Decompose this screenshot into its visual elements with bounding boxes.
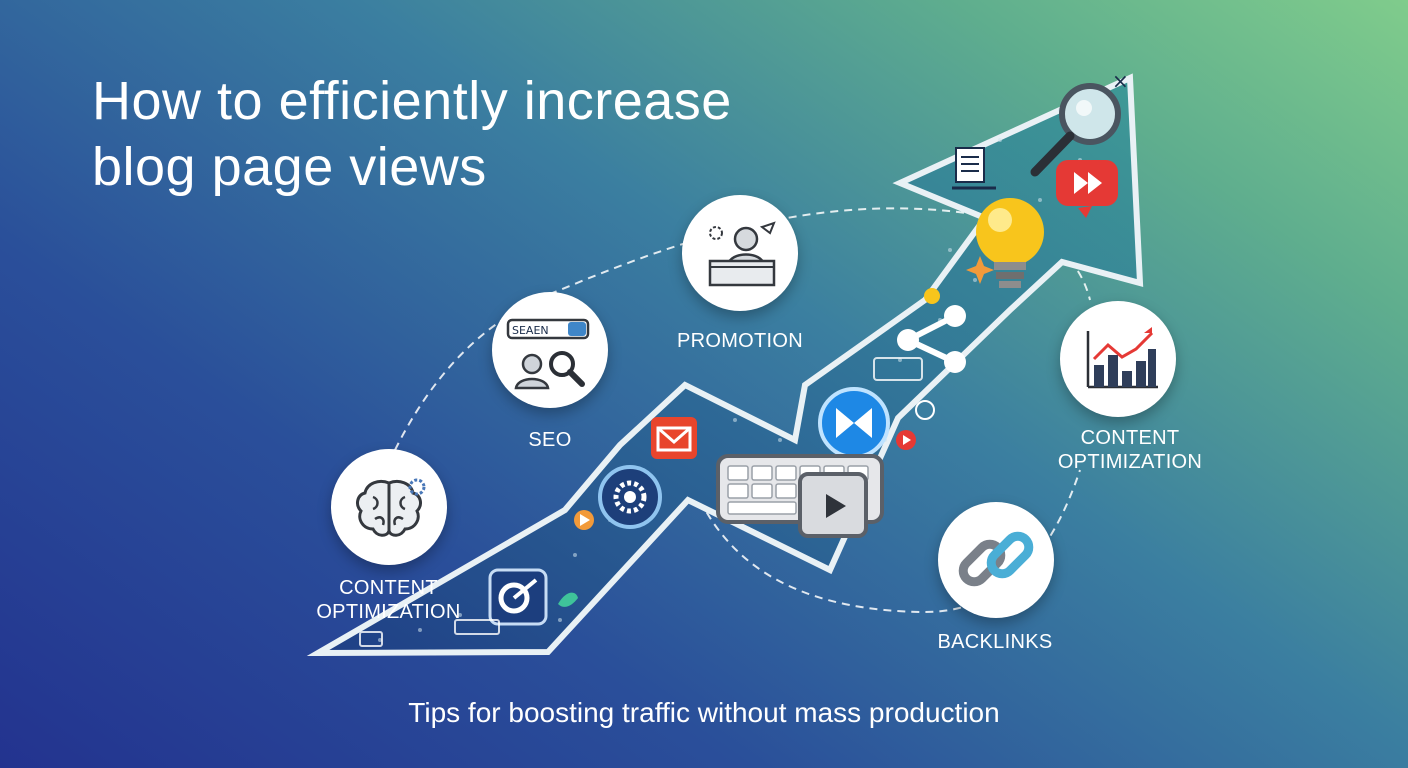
blue-badge-icon [818,387,890,459]
backlinks-circle [938,502,1054,618]
label-content-optimization-left-line1: CONTENT [339,577,438,599]
promotion-circle [682,195,798,311]
title-line-2: blog page views [92,137,487,197]
gear-badge-icon [598,465,662,529]
arrow-body [306,73,1144,657]
bar-chart-trend-icon [1086,327,1158,389]
label-content-optimization-left: CONTENT OPTIMIZATION [316,576,461,624]
magnifying-glass-icon [1030,83,1121,177]
video-bubble-icon [1056,160,1118,218]
label-content-optimization-right-line1: CONTENT [1080,427,1180,449]
close-x-glyph: × [1112,69,1129,93]
label-promotion: PROMOTION [676,330,804,352]
ring-glyph [915,400,935,420]
coin-dot [924,288,940,304]
small-card [359,631,383,647]
title-line-1: How to efficiently increase [92,71,732,131]
share-network-icon [897,305,966,373]
analytics-circle [1060,301,1176,417]
sparkle-icon [966,256,994,284]
label-content-optimization-right-line2: OPTIMIZATION [1057,451,1203,473]
brain-gear-icon [356,478,426,537]
content-optimization-left-circle [331,449,447,565]
label-content-optimization-right: CONTENT OPTIMIZATION [1040,426,1220,474]
play-button-icon [798,472,868,538]
label-seo: SEO [528,429,572,451]
chat-box [873,357,923,381]
envelope-icon [651,417,697,459]
leaf-icon [558,592,578,607]
search-box-text: SEAEN [512,324,549,337]
small-bar [454,619,500,635]
label-content-optimization-left-line2: OPTIMIZATION [316,601,461,623]
search-person-icon: SEAEN [506,318,590,390]
lightbulb-icon [976,198,1044,288]
label-backlinks: BACKLINKS [937,631,1053,653]
document-icon [952,147,996,190]
seo-circle: SEAEN [492,292,608,408]
page-title: How to efficiently increase blog page vi… [92,68,732,200]
chain-link-icon [958,531,1034,587]
target-badge-icon [488,568,548,626]
page-subtitle: Tips for boosting traffic without mass p… [408,697,1000,728]
speaker-podium-icon [708,221,776,287]
